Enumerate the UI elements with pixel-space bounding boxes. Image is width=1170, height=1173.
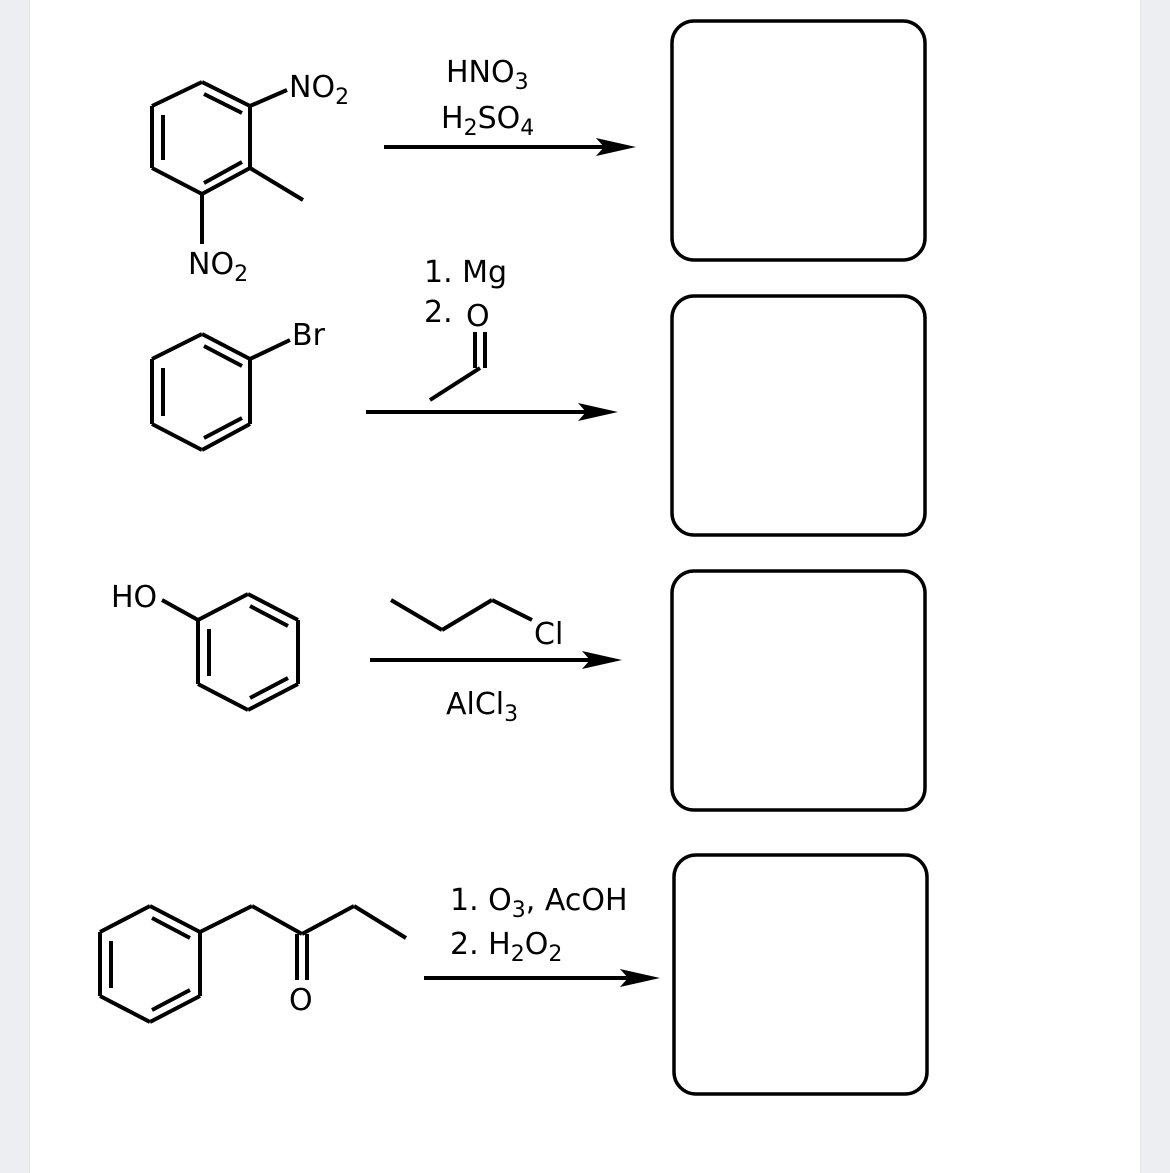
reaction-2: Br 1. Mg 2. O (150, 255, 927, 537)
bond (99, 904, 151, 934)
atom-no2-bottom: NO2 (188, 247, 248, 287)
bond-ho (161, 598, 199, 622)
bond (201, 422, 251, 452)
atom-cl: Cl (534, 617, 563, 652)
reagent-step-2: 2. (424, 295, 453, 330)
reaction-arrow-2 (366, 403, 618, 421)
reagent-h2so4: H2SO4 (441, 101, 534, 141)
answer-box-3[interactable] (670, 569, 927, 812)
bond-propyl-chain (491, 598, 533, 622)
bond-propyl-chain (389, 598, 444, 632)
bond (201, 332, 251, 361)
substrate-bromobenzene: Br (150, 318, 326, 452)
reagents-4: 1. O3, AcOH 2. H2O2 (450, 883, 628, 967)
reagents-3: Cl AlCl3 (389, 598, 563, 727)
reaction-3: HO Cl AlCl3 (111, 569, 927, 812)
reagents-1: HNO3 H2SO4 (441, 55, 534, 141)
substrate-phenylbutanone: O (98, 904, 408, 1024)
reaction-arrow-3 (370, 651, 622, 669)
bond-chain (352, 904, 408, 940)
bond (151, 80, 203, 108)
substrate-dinitrotoluene: NO2 NO2 (150, 70, 349, 287)
reagent-h2o2: 2. H2O2 (450, 927, 562, 967)
bond-propyl-chain (440, 598, 494, 632)
answer-box-2[interactable] (670, 294, 927, 537)
bond-no2-top (249, 88, 288, 108)
bond (149, 994, 201, 1024)
bond-chain (301, 904, 355, 936)
bond-inner (151, 916, 191, 940)
bond (201, 80, 251, 108)
atom-o-ketone: O (289, 983, 313, 1018)
bond-inner (203, 160, 243, 185)
bond-chain (251, 904, 303, 936)
bond-chain (199, 904, 253, 934)
bond (99, 994, 151, 1024)
atom-o-aldehyde: O (466, 299, 490, 334)
bond-inner (203, 344, 243, 368)
bond (247, 682, 299, 712)
bond-inner (203, 92, 243, 115)
bond (201, 166, 251, 196)
bond (151, 422, 203, 452)
bond (197, 682, 249, 712)
atom-no2-top: NO2 (289, 70, 349, 110)
answer-box-1[interactable] (670, 19, 927, 262)
reagents-2: 1. Mg 2. O (424, 255, 507, 402)
bond (149, 904, 201, 934)
reagent-hno3: HNO3 (446, 55, 529, 95)
bond (151, 166, 203, 196)
reaction-1: NO2 NO2 HNO3 H2SO4 (150, 19, 927, 287)
reagent-step-1: 1. Mg (424, 255, 507, 290)
bond (151, 332, 203, 361)
bond-inner (203, 416, 243, 440)
bond-inner (151, 988, 191, 1012)
bond-inner (249, 604, 289, 628)
atom-ho: HO (111, 580, 157, 615)
answer-box-4[interactable] (672, 853, 929, 1096)
bond (197, 592, 249, 622)
bond-inner (249, 676, 289, 700)
substrate-benzyl-alcohol: HO (111, 580, 300, 712)
atom-br: Br (292, 318, 326, 353)
reaction-arrow-1 (384, 138, 636, 156)
reagent-ozone-acoh: 1. O3, AcOH (450, 883, 628, 923)
bond-propanal-chain (428, 366, 482, 402)
bond-br (249, 338, 291, 361)
reagent-alcl3: AlCl3 (446, 687, 518, 727)
bond-methyl (248, 166, 305, 202)
reaction-4: O 1. O3, AcOH 2. H2O2 (98, 853, 929, 1096)
bond (247, 592, 299, 622)
reaction-arrow-4 (424, 969, 660, 987)
